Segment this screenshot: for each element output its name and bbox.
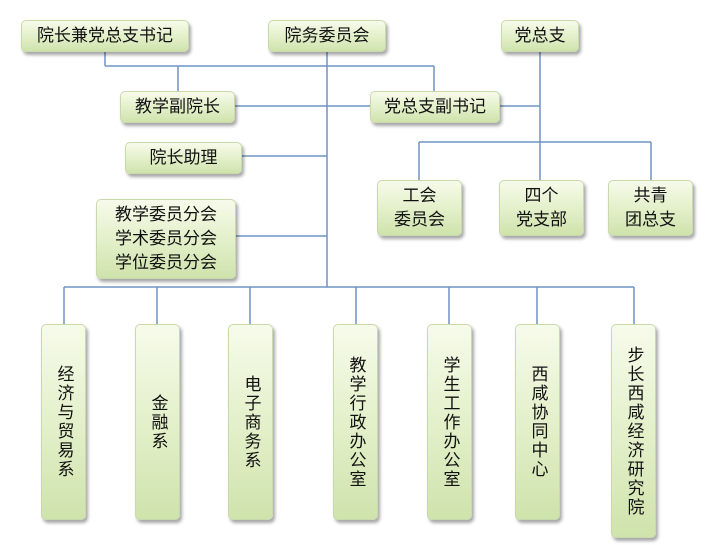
box-committees: 教学委员分会 学术委员分会 学位委员分会 [96, 199, 236, 279]
box-label: 教学委员分会 学术委员分会 学位委员分会 [115, 205, 217, 273]
box-dept-student-affairs: 学生工作办公室 [427, 324, 472, 520]
box-dept-economics-trade: 经济与贸易系 [41, 324, 86, 520]
box-dean-assistant: 院长助理 [125, 142, 242, 174]
box-label: 电子商务系 [240, 374, 261, 470]
box-label: 院务委员会 [284, 26, 370, 46]
box-council: 院务委员会 [268, 20, 386, 52]
box-label: 步长西咸经济研究院 [623, 345, 644, 517]
box-label: 院长助理 [149, 148, 218, 168]
box-party-branch: 党总支 [501, 20, 579, 52]
box-label: 经济与贸易系 [53, 365, 74, 479]
box-party-branches: 四个 党支部 [499, 180, 584, 236]
box-dept-ecommerce: 电子商务系 [228, 324, 273, 520]
box-union-committee: 工会 委员会 [377, 180, 462, 236]
box-youth-league: 共青 团总支 [608, 180, 693, 236]
box-label: 党总支副书记 [384, 97, 486, 117]
box-deputy-secretary: 党总支副书记 [370, 91, 500, 123]
box-label: 共青 团总支 [625, 186, 676, 230]
box-vice-dean: 教学副院长 [120, 91, 235, 123]
box-label: 四个 党支部 [516, 186, 567, 230]
box-label: 工会 委员会 [394, 186, 445, 230]
box-dept-research-institute: 步长西咸经济研究院 [611, 324, 656, 538]
box-label: 教学副院长 [135, 97, 220, 117]
box-label: 金融系 [147, 393, 168, 451]
box-dept-finance: 金融系 [135, 324, 180, 520]
box-dept-teaching-admin: 教学行政办公室 [333, 324, 378, 520]
box-dept-xixian-center: 西咸协同中心 [515, 324, 560, 520]
box-label: 西咸协同中心 [527, 365, 548, 479]
box-label: 党总支 [514, 26, 566, 46]
box-secretary-dean: 院长兼党总支书记 [21, 20, 189, 52]
box-label: 教学行政办公室 [345, 355, 366, 489]
box-label: 学生工作办公室 [439, 355, 460, 489]
box-label: 院长兼党总支书记 [37, 26, 173, 46]
